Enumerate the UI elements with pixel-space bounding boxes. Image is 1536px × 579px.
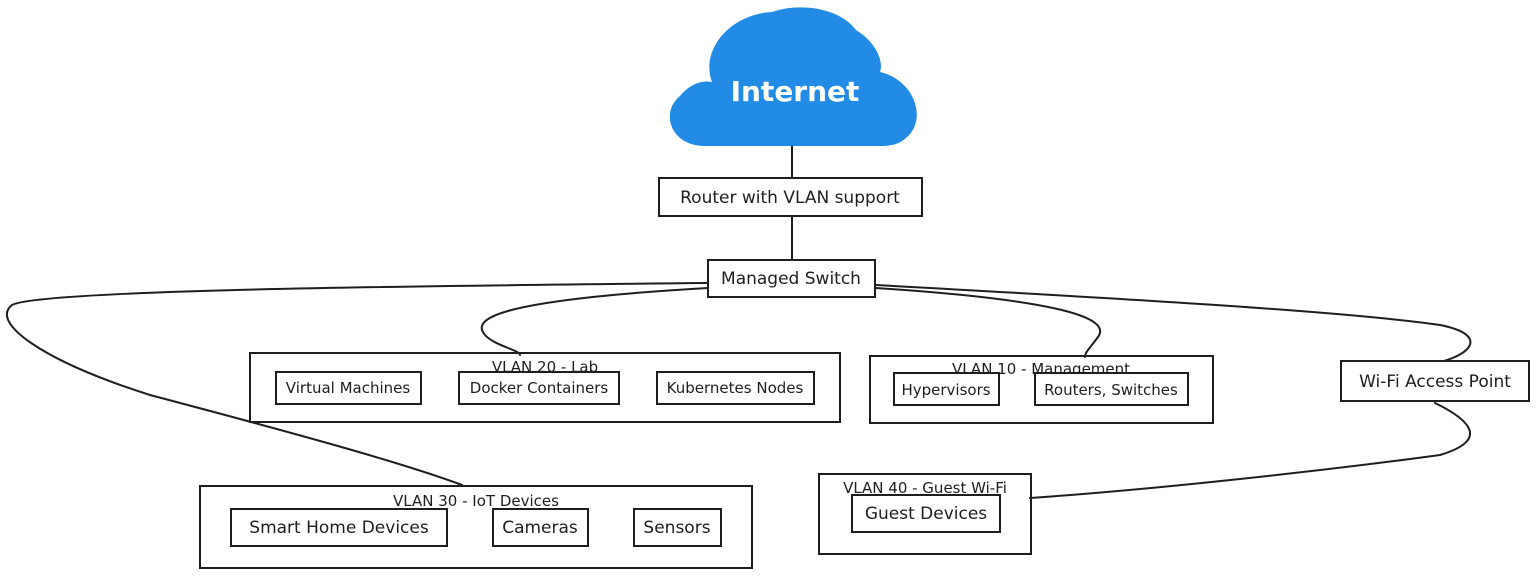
vlan40-box xyxy=(818,473,1032,555)
vlan10-box xyxy=(869,355,1214,424)
vlan40-title: VLAN 40 - Guest Wi-Fi xyxy=(843,479,1007,497)
vlan20-item-label: Docker Containers xyxy=(470,379,609,397)
connector-switch-wifi xyxy=(875,284,1472,363)
connector-switch-vlan20 xyxy=(480,287,709,356)
vlan20-box xyxy=(249,352,841,423)
connector-wifi-vlan40 xyxy=(1029,402,1471,499)
vlan30-item-box xyxy=(633,508,722,547)
vlan20-item-label: Kubernetes Nodes xyxy=(667,379,804,397)
switch-node: Managed Switch xyxy=(707,259,876,298)
vlan10-group: VLAN 10 - Management Hypervisors Routers… xyxy=(869,355,1214,424)
connector-switch-vlan30 xyxy=(6,282,709,486)
vlan20-item-label: Virtual Machines xyxy=(286,379,411,397)
vlan20-item-box xyxy=(458,371,620,405)
vlan40-group: VLAN 40 - Guest Wi-Fi Guest Devices xyxy=(818,473,1032,555)
vlan10-item-box xyxy=(1034,372,1189,406)
vlan40-item-box xyxy=(851,494,1001,533)
vlan10-item-box xyxy=(893,372,1000,406)
vlan30-item-label: Cameras xyxy=(502,518,578,538)
vlan20-item-box xyxy=(275,371,422,405)
vlan30-item-box xyxy=(230,508,448,547)
vlan10-item-label: Hypervisors xyxy=(901,381,990,399)
vlan30-item-label: Sensors xyxy=(643,518,710,538)
vlan30-group: VLAN 30 - IoT Devices Smart Home Devices… xyxy=(199,485,753,569)
router-node: Router with VLAN support xyxy=(658,177,923,217)
wifi-label: Wi-Fi Access Point xyxy=(1359,372,1511,392)
router-box xyxy=(658,177,923,217)
switch-label: Managed Switch xyxy=(721,269,861,289)
vlan30-item-label: Smart Home Devices xyxy=(249,518,429,538)
vlan10-item-label: Routers, Switches xyxy=(1044,381,1178,399)
internet-node: Internet xyxy=(669,7,917,146)
vlan30-title: VLAN 30 - IoT Devices xyxy=(393,492,559,510)
vlan40-item-label: Guest Devices xyxy=(865,504,987,524)
switch-box xyxy=(707,259,876,298)
vlan30-item-box xyxy=(492,508,589,547)
internet-label: Internet xyxy=(731,75,860,108)
router-label: Router with VLAN support xyxy=(680,188,900,208)
vlan20-item-box xyxy=(656,371,815,405)
wifi-node: Wi-Fi Access Point xyxy=(1340,360,1530,402)
vlan30-box xyxy=(199,485,753,569)
wifi-box xyxy=(1340,360,1530,402)
cloud-icon xyxy=(669,7,917,146)
vlan20-group: VLAN 20 - Lab Virtual Machines Docker Co… xyxy=(249,352,841,423)
connectors xyxy=(6,145,1472,499)
connector-switch-vlan10 xyxy=(875,287,1102,358)
